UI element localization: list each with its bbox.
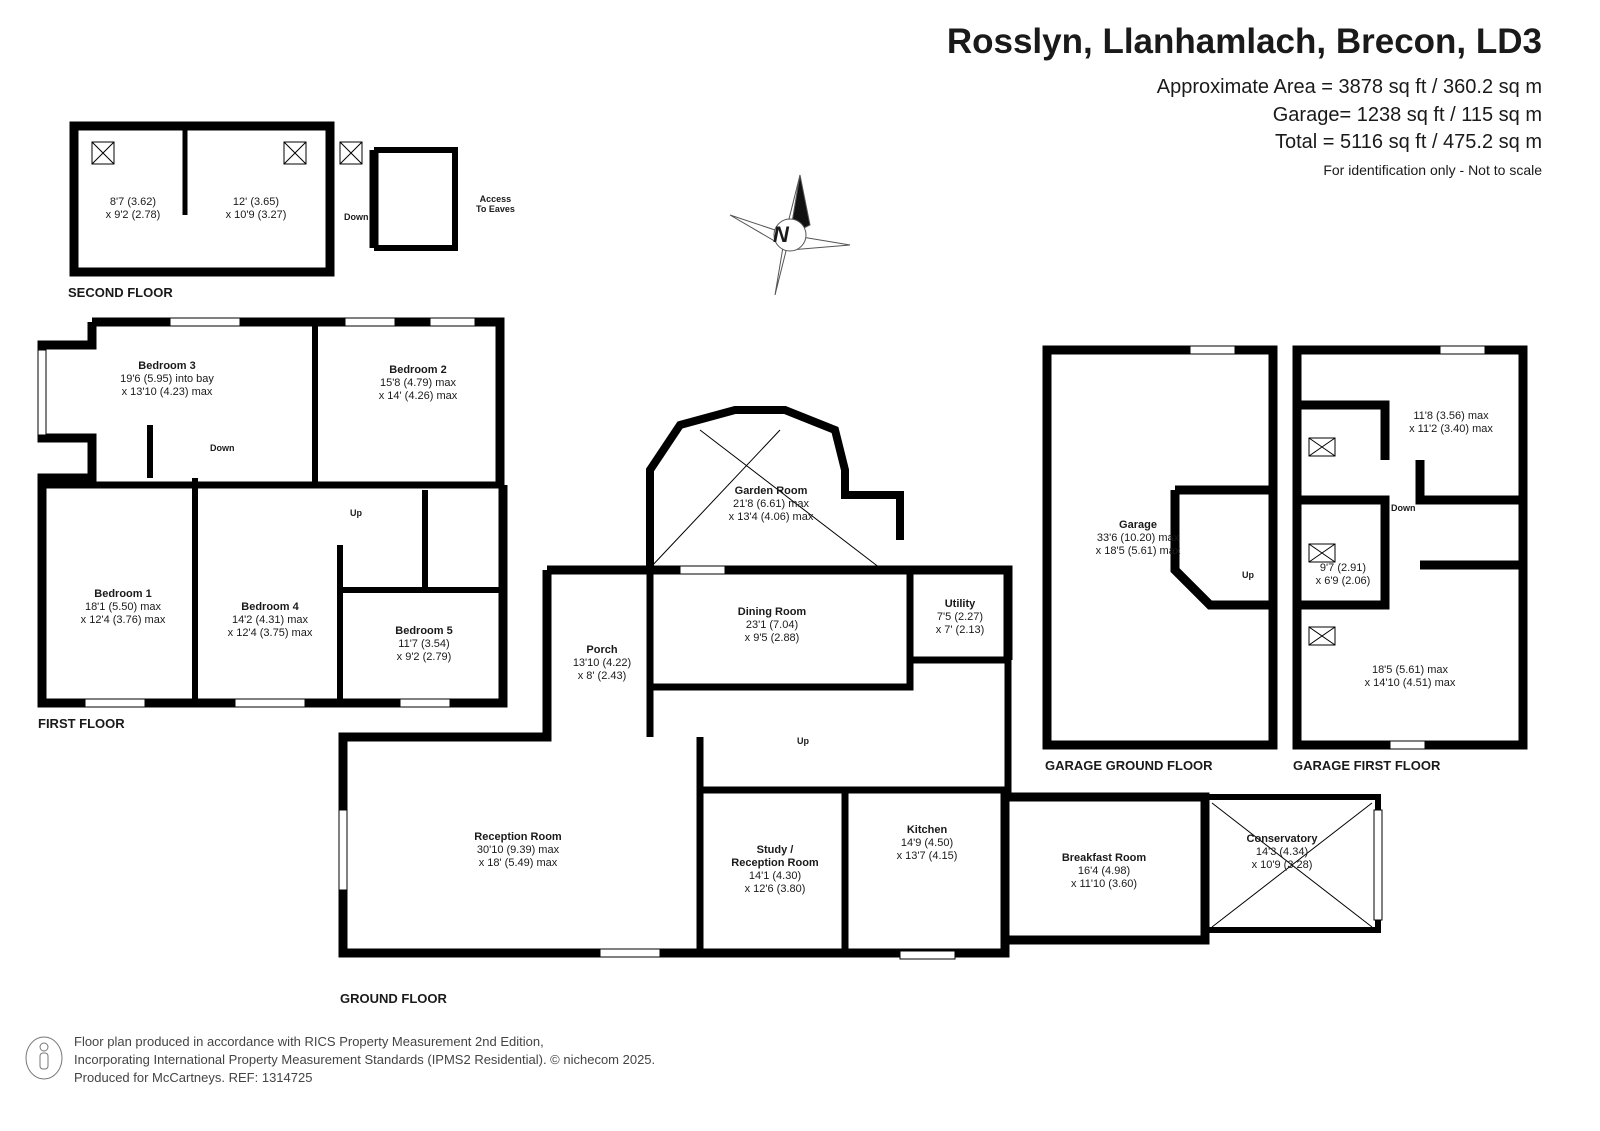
compass-icon bbox=[729, 174, 851, 296]
skylight-icons bbox=[91, 141, 1373, 928]
room-garage-first-2: 9'7 (2.91)x 6'9 (2.06) bbox=[1315, 562, 1371, 587]
garden-room-walls bbox=[646, 406, 904, 570]
stairs-down-label: Down bbox=[344, 212, 369, 222]
total-area: Total = 5116 sq ft / 475.2 sq m bbox=[1274, 131, 1542, 153]
garage-first-walls bbox=[1292, 345, 1528, 750]
scale-note: For identification only - Not to scale bbox=[1323, 162, 1542, 178]
stairs-down-label: Down bbox=[210, 443, 235, 453]
stairs-up-label: Up bbox=[1242, 570, 1254, 580]
floor-label-second: SECOND FLOOR bbox=[68, 285, 173, 300]
floor-label-first: FIRST FLOOR bbox=[38, 716, 125, 731]
second-floor-walls bbox=[69, 121, 458, 277]
property-title: Rosslyn, Llanhamlach, Brecon, LD3 bbox=[946, 22, 1542, 61]
compass-north-label: N bbox=[773, 222, 789, 247]
approximate-area: Approximate Area = 3878 sq ft / 360.2 sq… bbox=[1156, 76, 1542, 98]
person-icon bbox=[25, 1036, 63, 1080]
floor-label-ground: GROUND FLOOR bbox=[340, 991, 447, 1006]
room-second-floor-2: 12' (3.65)x 10'9 (3.27) bbox=[225, 196, 287, 221]
stairs-down-label: Down bbox=[1391, 503, 1416, 513]
garage-area: Garage= 1238 sq ft / 115 sq m bbox=[1272, 104, 1542, 126]
ground-floor-walls bbox=[338, 565, 1381, 958]
room-second-floor-1: 8'7 (3.62)x 9'2 (2.78) bbox=[105, 196, 161, 221]
footer-disclaimer: Floor plan produced in accordance with R… bbox=[74, 1034, 656, 1085]
floor-label-garage-ground: GARAGE GROUND FLOOR bbox=[1045, 758, 1213, 773]
stairs-up-label: Up bbox=[350, 508, 362, 518]
stairs-up-label: Up bbox=[797, 736, 809, 746]
floor-label-garage-first: GARAGE FIRST FLOOR bbox=[1293, 758, 1441, 773]
